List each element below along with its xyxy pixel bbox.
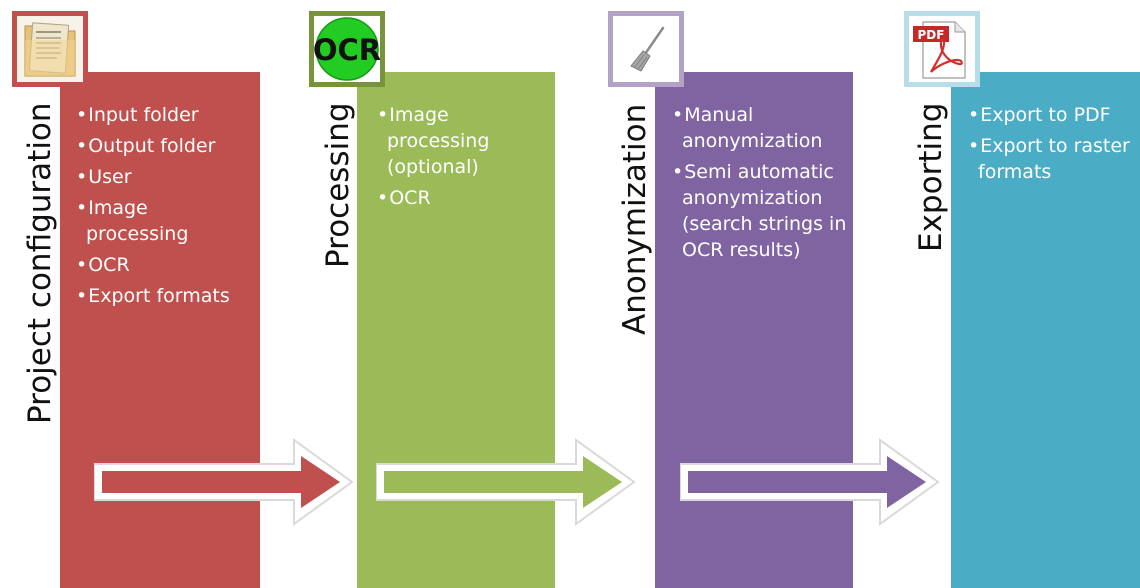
pdf-icon: PDF [904, 11, 980, 87]
bullet-item: Image processing [76, 195, 252, 247]
stage-title: Processing [320, 102, 356, 268]
bullet-list: Export to PDF Export to raster formats [968, 102, 1138, 190]
right-arrow-icon [680, 438, 940, 526]
bullet-item: OCR [76, 252, 252, 278]
bullet-list: Input folder Output folder User Image pr… [76, 102, 252, 314]
bullet-item: Image processing (optional) [377, 102, 549, 180]
bullet-item: Export to PDF [968, 102, 1138, 128]
bullet-item: Export to raster formats [968, 133, 1138, 185]
bullet-item: Export formats [76, 283, 252, 309]
ocr-icon: OCR [309, 11, 385, 87]
bullet-list: Manual anonymization Semi automatic anon… [672, 102, 848, 268]
pdf-icon-label: PDF [918, 28, 945, 42]
folder-icon [12, 11, 88, 87]
ocr-icon-label: OCR [314, 33, 380, 67]
right-arrow-icon [94, 438, 354, 526]
broom-icon [608, 11, 684, 87]
bullet-item: Manual anonymization [672, 102, 848, 154]
stage-title: Anonymization [617, 103, 653, 335]
stage-title: Project configuration [22, 102, 58, 424]
bullet-item: Output folder [76, 133, 252, 159]
bullet-item: Semi automatic anonymization (search str… [672, 159, 848, 263]
bullet-item: OCR [377, 185, 549, 211]
stage-title: Exporting [913, 102, 949, 252]
stage-bar [655, 72, 853, 588]
bullet-list: Image processing (optional) OCR [377, 102, 549, 216]
right-arrow-icon [376, 438, 636, 526]
bullet-item: Input folder [76, 102, 252, 128]
bullet-item: User [76, 164, 252, 190]
